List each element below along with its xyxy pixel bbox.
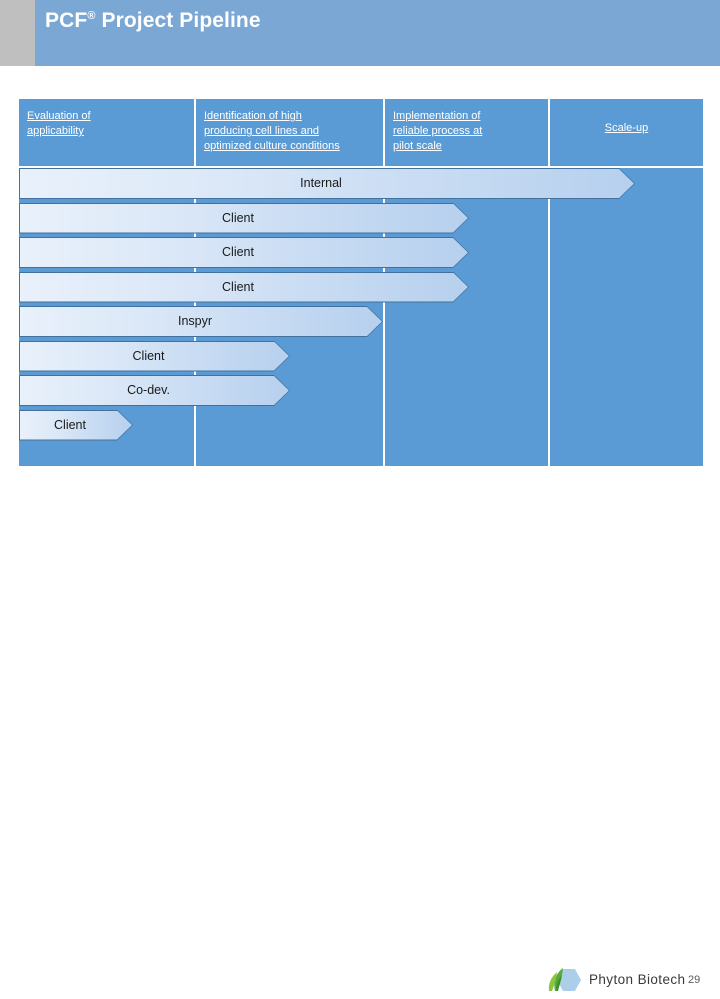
pipeline-row-4[interactable]: Client [19, 272, 469, 303]
stage-header-line-wrap: optimized culture conditions [204, 139, 375, 154]
arrow-label: Client [222, 210, 254, 225]
company-name-label: Phyton Biotech [589, 972, 686, 987]
page-number: 29 [688, 974, 701, 986]
stage-header-line-wrap: applicability [27, 124, 186, 139]
page-title-rest: Project Pipeline [95, 9, 261, 32]
arrow-fill [20, 204, 468, 233]
arrow-fill [20, 307, 382, 336]
pipeline-row-3[interactable]: Client [19, 237, 469, 268]
stage-header-line-wrap: Evaluation of [27, 109, 186, 124]
pipeline-row-6[interactable]: Client [19, 341, 290, 372]
stage-header-line: Identification of high [204, 110, 302, 122]
stage-header-line: reliable process at [393, 125, 483, 137]
stage-header-line: applicability [27, 125, 84, 137]
arrow-label: Internal [300, 176, 342, 190]
registered-trademark-icon: ® [87, 10, 96, 22]
stage-header-line-wrap: reliable process at [393, 124, 540, 139]
arrow-fill [20, 169, 634, 198]
stage-header-line: pilot scale [393, 140, 442, 152]
stage-header-line: producing cell lines and [204, 125, 319, 137]
stage-header-line-wrap: Implementation of [393, 109, 540, 124]
arrow-fill [20, 376, 289, 405]
pipeline-row-7[interactable]: Co-dev. [19, 375, 290, 406]
slide-header-band: PCF® Project Pipeline [0, 0, 720, 66]
pipeline-panel: Evaluation of applicability Identification… [19, 99, 703, 466]
arrow-fill [20, 411, 132, 440]
stage-header-2: Identification of high producing cell lin… [196, 99, 383, 166]
pipeline-row-5[interactable]: Inspyr [19, 306, 383, 337]
stage-header-line: Evaluation of [27, 110, 91, 122]
header-gray-accent-strip [0, 0, 35, 66]
stage-header-3: Implementation of reliable process at pilo… [385, 99, 548, 166]
slide-footer: Phyton Biotech 29 [0, 466, 720, 991]
stage-header-line-wrap: pilot scale [393, 139, 540, 154]
arrow-label: Co-dev. [127, 383, 170, 397]
company-logo: Phyton Biotech [545, 964, 685, 998]
pipeline-row-1[interactable]: Internal [19, 168, 635, 199]
stage-header-line: Scale-up [604, 122, 649, 134]
stage-header-line: optimized culture conditions [204, 140, 340, 152]
arrow-label: Client [222, 245, 254, 259]
stage-header-line-wrap: Scale-up [558, 121, 695, 136]
arrow-label: Inspyr [177, 314, 213, 328]
arrow-fill [20, 273, 468, 302]
stage-header-1: Evaluation of applicability [19, 99, 194, 166]
stage-header-line: Implementation of [393, 110, 481, 122]
phyton-leaf-hexagon-icon [545, 966, 585, 994]
arrow-label: Client [132, 348, 165, 363]
arrow-label: Client [54, 417, 86, 432]
stage-header-line-wrap: Identification of high [204, 109, 375, 124]
header-divider-line [19, 166, 703, 168]
page-title: PCF® Project Pipeline [45, 9, 261, 33]
page-title-main: PCF [45, 9, 88, 32]
pipeline-row-8[interactable]: Client [19, 410, 133, 441]
arrow-fill [20, 238, 468, 267]
pipeline-row-2[interactable]: Client [19, 203, 469, 234]
stage-header-line-wrap: producing cell lines and [204, 124, 375, 139]
column-separator-3 [548, 99, 550, 466]
arrow-fill [20, 342, 289, 371]
stage-header-4: Scale-up [550, 99, 703, 166]
arrow-label: Client [222, 279, 254, 294]
